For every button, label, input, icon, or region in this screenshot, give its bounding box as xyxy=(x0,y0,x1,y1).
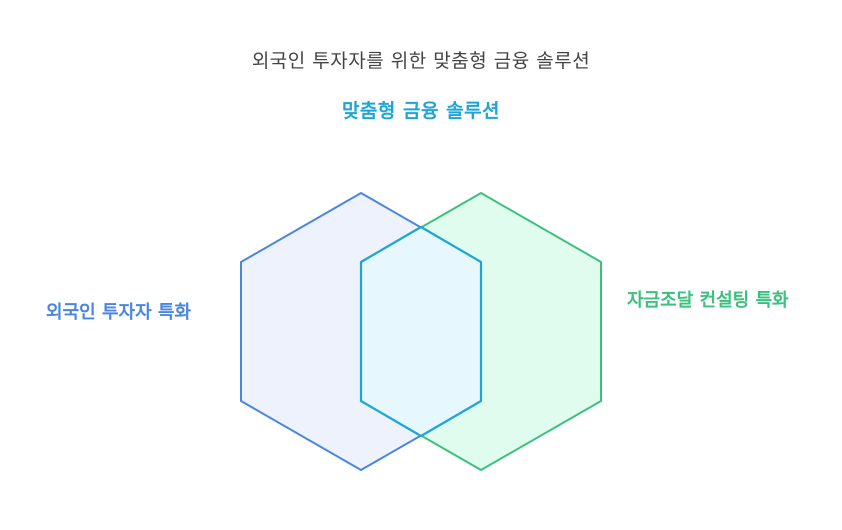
intersection-label: 맞춤형 금융 솔루션 xyxy=(341,100,501,122)
intersection-region xyxy=(359,225,483,438)
diagram-title: 외국인 투자자를 위한 맞춤형 금융 솔루션 xyxy=(251,50,591,72)
left-set-label: 외국인 투자자 특화 xyxy=(46,302,192,323)
right-set-label: 자금조달 컨설팅 특화 xyxy=(627,290,789,311)
